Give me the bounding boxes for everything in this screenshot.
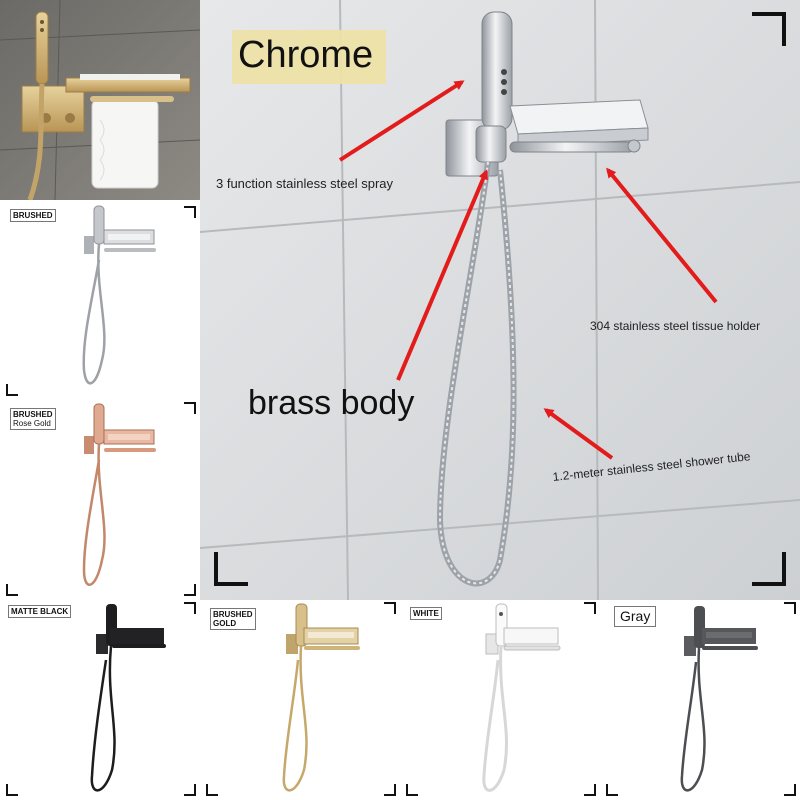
variant-white-label: WHITE	[410, 607, 442, 620]
variant-brushed-gold-label: BRUSHED GOLD	[210, 608, 256, 630]
crop-mark-bottom-left	[406, 784, 418, 796]
brushed-faucet-image	[82, 205, 156, 385]
chrome-faucet-photo	[200, 0, 800, 600]
crop-mark-bottom-right	[184, 784, 196, 796]
crop-mark-top-right	[784, 602, 796, 614]
variant-brushed-label-text: BRUSHED	[13, 211, 53, 220]
variant-gray: Gray	[600, 600, 800, 800]
gray-faucet-image	[680, 606, 758, 792]
white-faucet-image	[482, 603, 561, 792]
crop-mark-bottom-left	[6, 384, 18, 396]
annotation-spray: 3 function stainless steel spray	[216, 176, 394, 191]
variant-gray-label-text: Gray	[620, 608, 651, 624]
crop-mark-bottom-left	[6, 784, 18, 796]
variant-brushed-gold: BRUSHED GOLD	[200, 600, 400, 800]
annotation-brass-body: brass body	[248, 384, 415, 422]
variant-rose-gold: BRUSHED Rose Gold	[0, 400, 200, 600]
chrome-title-box	[232, 30, 386, 84]
crop-mark-top-right	[184, 402, 196, 414]
crop-mark-bottom-right	[584, 784, 596, 796]
chrome-main-panel: Chrome 3 function stainless steel spray …	[200, 0, 800, 600]
variant-brushed: BRUSHED	[0, 200, 200, 400]
variant-gray-label: Gray	[614, 606, 657, 627]
variant-white-label-text: WHITE	[413, 609, 439, 618]
variant-matte-black-label: MATTE BLACK	[8, 605, 72, 618]
variant-brushed-label: BRUSHED	[10, 209, 56, 222]
crop-mark-top-right	[184, 206, 196, 218]
crop-mark-bottom-right	[752, 552, 786, 586]
variant-brushed-gold-label-line2: GOLD	[213, 619, 237, 628]
crop-mark-bottom-right	[184, 584, 196, 596]
crop-mark-bottom-left	[206, 784, 218, 796]
chrome-title: Chrome	[238, 34, 374, 76]
crop-mark-top-right	[184, 602, 196, 614]
variant-white: WHITE	[400, 600, 600, 800]
crop-mark-top-right	[384, 602, 396, 614]
variant-matte-black-label-text: MATTE BLACK	[11, 607, 69, 616]
rose-gold-faucet-image	[82, 403, 156, 587]
crop-mark-bottom-left	[214, 552, 248, 586]
crop-mark-bottom-left	[606, 784, 618, 796]
crop-mark-bottom-left	[6, 584, 18, 596]
variant-rose-gold-label-line2: Rose Gold	[13, 419, 51, 428]
crop-mark-top-right	[584, 602, 596, 614]
brushed-gold-photo-image	[0, 0, 200, 200]
brushed-gold-faucet-image	[282, 603, 360, 792]
brushed-gold-photo	[0, 0, 200, 200]
crop-mark-top-right	[752, 12, 786, 46]
variant-rose-gold-label-line1: BRUSHED	[13, 410, 53, 419]
matte-black-faucet-image	[90, 604, 166, 792]
variant-rose-gold-label: BRUSHED Rose Gold	[10, 408, 56, 430]
variant-brushed-gold-label-line1: BRUSHED	[213, 610, 253, 619]
variant-matte-black: MATTE BLACK	[0, 600, 200, 800]
crop-mark-bottom-right	[784, 784, 796, 796]
crop-mark-bottom-right	[384, 784, 396, 796]
annotation-tissue-holder: 304 stainless steel tissue holder	[590, 319, 761, 333]
